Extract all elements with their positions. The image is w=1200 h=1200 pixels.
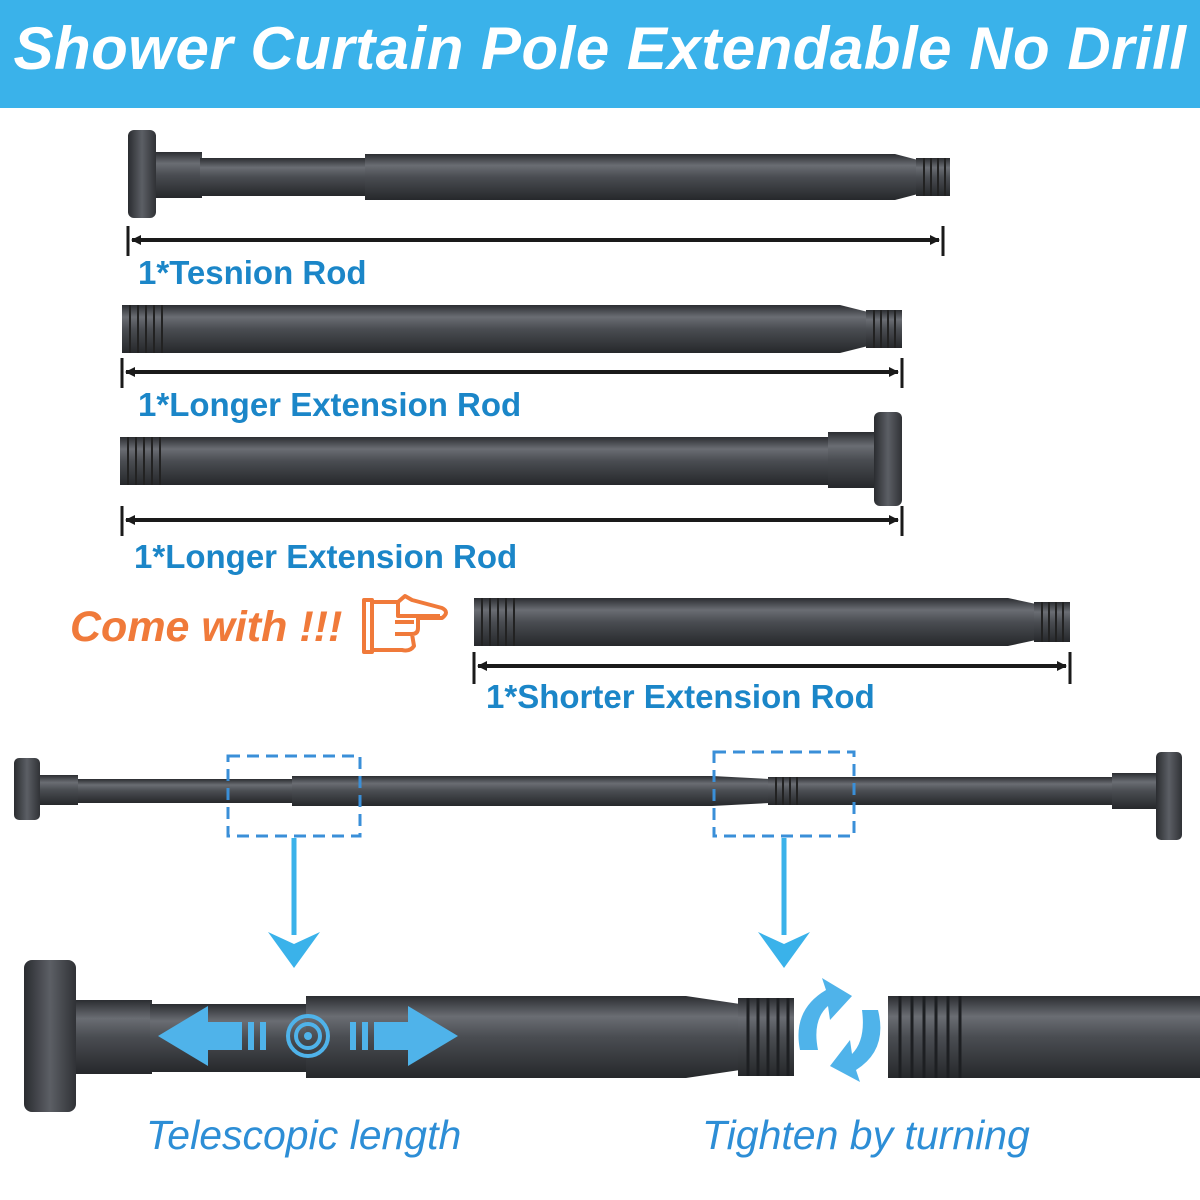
longer-extension-rod-2-dimension [120,506,904,536]
assembled-rod [14,752,1182,840]
telescopic-callout [226,754,362,968]
rotate-arrows-icon [798,978,881,1082]
title-banner: Shower Curtain Pole Extendable No Drill [0,0,1200,108]
longer-extension-rod-2 [120,412,902,506]
shorter-extension-rod-label: 1*Shorter Extension Rod [486,678,875,715]
page-title: Shower Curtain Pole Extendable No Drill [13,15,1187,82]
shorter-extension-rod-dimension [472,652,1072,684]
double-arrow-icon [158,1006,458,1066]
tension-rod-dimension [126,226,945,256]
longer-extension-rod-label-2: 1*Longer Extension Rod [134,538,518,575]
tension-rod-label: 1*Tesnion Rod [138,254,367,291]
tighten-detail-rod [888,996,1200,1078]
longer-extension-rod-1-dimension [120,358,904,388]
telescopic-length-caption: Telescopic length [146,1112,462,1158]
longer-extension-rod-1 [122,305,902,353]
pointing-hand-icon [362,594,448,654]
tighten-by-turning-caption: Tighten by turning [702,1112,1030,1158]
longer-extension-rod-label: 1*Longer Extension Rod [138,386,522,423]
tension-rod [128,130,950,218]
come-with-text: Come with !!! [70,603,343,651]
shorter-extension-rod [474,598,1070,646]
tighten-callout [712,750,856,968]
